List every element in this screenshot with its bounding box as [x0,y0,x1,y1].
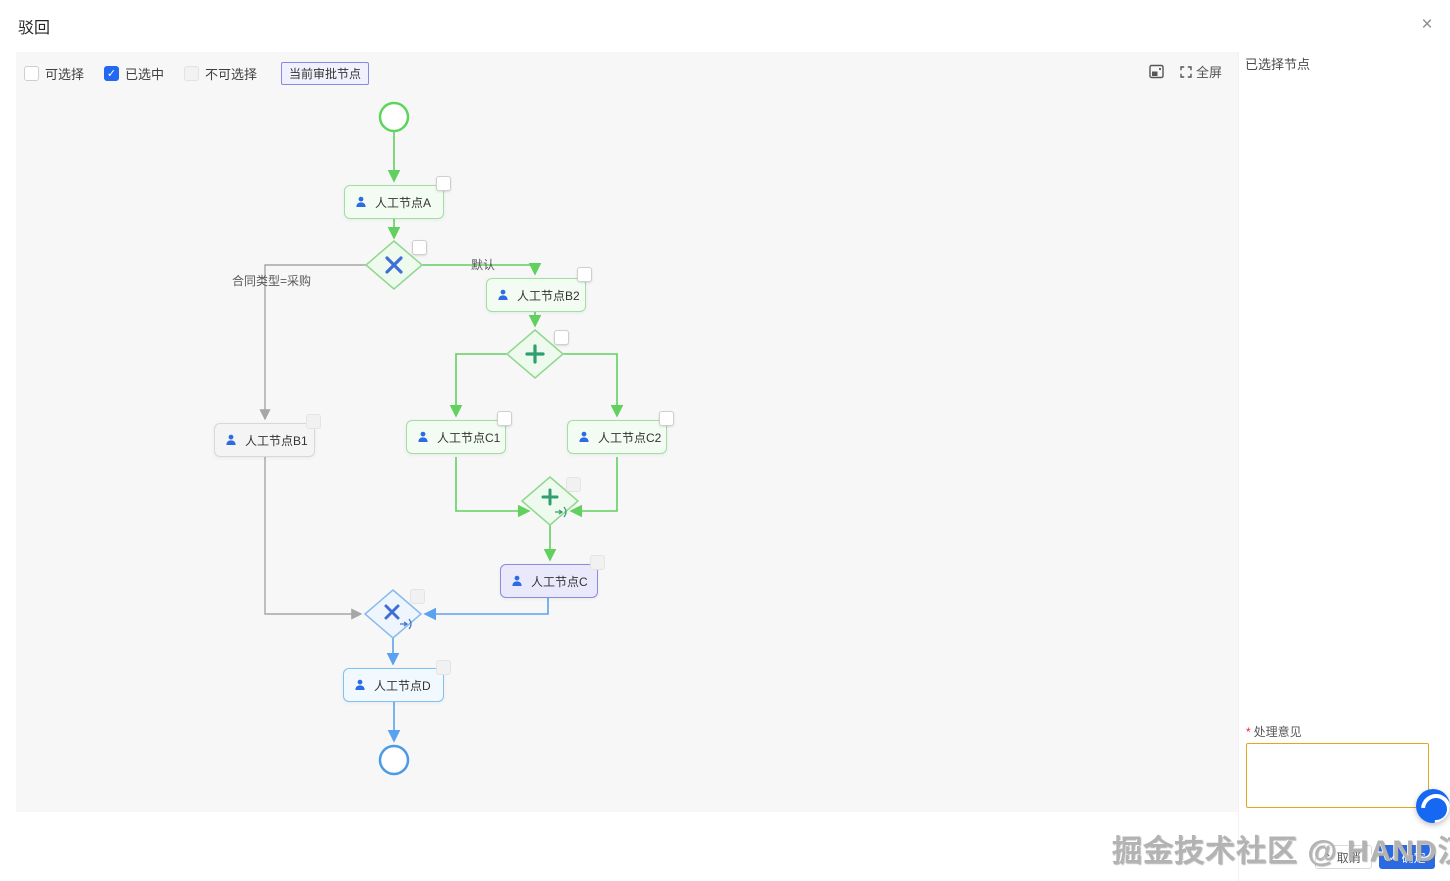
legend-selectable: 可选择 [24,64,84,83]
cancel-button[interactable]: × 取消 [1315,845,1372,869]
close-x-icon: × [1326,851,1333,863]
comment-label: *处理意见 [1246,725,1302,739]
start-event-circle[interactable] [378,101,410,133]
minimap-icon[interactable] [1149,64,1164,79]
task-node-label: 人工节点C2 [598,430,662,445]
end-event-circle[interactable] [378,744,410,776]
user-icon [579,431,589,442]
node-checkbox-merge-disabled [410,589,425,604]
edge-gateway-to-B1 [259,264,366,421]
edge-C2-to-join [569,457,618,518]
task-node-C2[interactable]: 人工节点C2 [567,420,667,454]
task-node-label: 人工节点B2 [517,288,580,303]
selected-nodes-title: 已选择节点 [1245,57,1311,72]
fullscreen-icon [1180,65,1192,78]
task-node-C-current[interactable]: 人工节点C [500,564,598,598]
assistant-float-button[interactable] [1416,789,1450,823]
task-node-C1[interactable]: 人工节点C1 [406,420,506,454]
task-node-B1[interactable]: 人工节点B1 [214,423,315,457]
task-node-label: 人工节点C [531,574,588,589]
required-asterisk: * [1246,725,1251,739]
confirm-button[interactable]: ✓ 确定 [1379,845,1435,869]
legend: 可选择 ✓ 已选中 不可选择 当前审批节点 [24,62,370,85]
edge-gateway-to-B2 [422,262,542,276]
node-checkbox-B2[interactable] [577,267,592,282]
workflow-canvas[interactable]: 可选择 ✓ 已选中 不可选择 当前审批节点 [16,52,1238,812]
node-checkbox-join-disabled [566,477,581,492]
checkbox-checked-icon: ✓ [104,66,120,81]
node-checkbox-A[interactable] [436,176,451,191]
user-icon [498,289,508,300]
fullscreen-button[interactable]: 全屏 [1180,62,1222,81]
task-node-D[interactable]: 人工节点D [343,668,444,702]
node-checkbox-B1-disabled [306,414,321,429]
flow-diagram [259,101,624,776]
legend-not-selectable: 不可选择 [184,64,257,83]
node-checkbox-C2[interactable] [659,411,674,426]
task-node-A[interactable]: 人工节点A [344,185,444,219]
minimap-icon [1149,64,1164,79]
close-icon[interactable]: × [1421,14,1433,35]
user-icon [356,196,366,207]
edge-parallel-to-C2 [563,353,624,418]
edge-B1-to-merge [264,457,363,620]
exclusive-gateway-split[interactable] [364,240,424,290]
check-icon: ✓ [1388,851,1398,864]
user-icon [512,575,522,586]
comment-textarea[interactable] [1246,743,1429,808]
edge-label-default: 默认 [471,258,496,272]
fullscreen-label: 全屏 [1195,65,1222,80]
edge-label-condition: 合同类型=采购 [232,274,312,288]
checkbox-unchecked-icon [24,66,39,81]
parallel-gateway-join[interactable] [520,476,580,526]
user-icon [355,679,365,690]
user-icon [226,434,236,445]
page-title: 驳回 [18,20,51,37]
task-node-label: 人工节点A [375,195,432,210]
node-checkbox-parallel-split[interactable] [554,330,569,345]
edge-C1-to-join [455,457,531,518]
task-node-label: 人工节点D [374,678,431,693]
current-approval-node-badge: 当前审批节点 [281,62,370,85]
edge-parallel-to-C1 [449,353,507,418]
node-checkbox-D-disabled [436,660,451,675]
legend-selected: ✓ 已选中 [104,64,164,83]
selected-nodes-panel: 已选择节点 *处理意见 [1238,52,1450,881]
checkbox-disabled-icon [184,66,200,81]
edge-C-to-merge [423,598,549,621]
user-icon [418,431,428,442]
node-checkbox-C1[interactable] [497,411,512,426]
node-checkbox-C-disabled [590,555,605,570]
node-checkbox-gateway-split[interactable] [412,240,427,255]
task-node-B2[interactable]: 人工节点B2 [486,278,586,312]
parallel-gateway-split[interactable] [505,329,565,379]
task-node-label: 人工节点B1 [245,433,308,448]
task-node-label: 人工节点C1 [437,430,501,445]
exclusive-gateway-merge[interactable] [363,589,423,639]
